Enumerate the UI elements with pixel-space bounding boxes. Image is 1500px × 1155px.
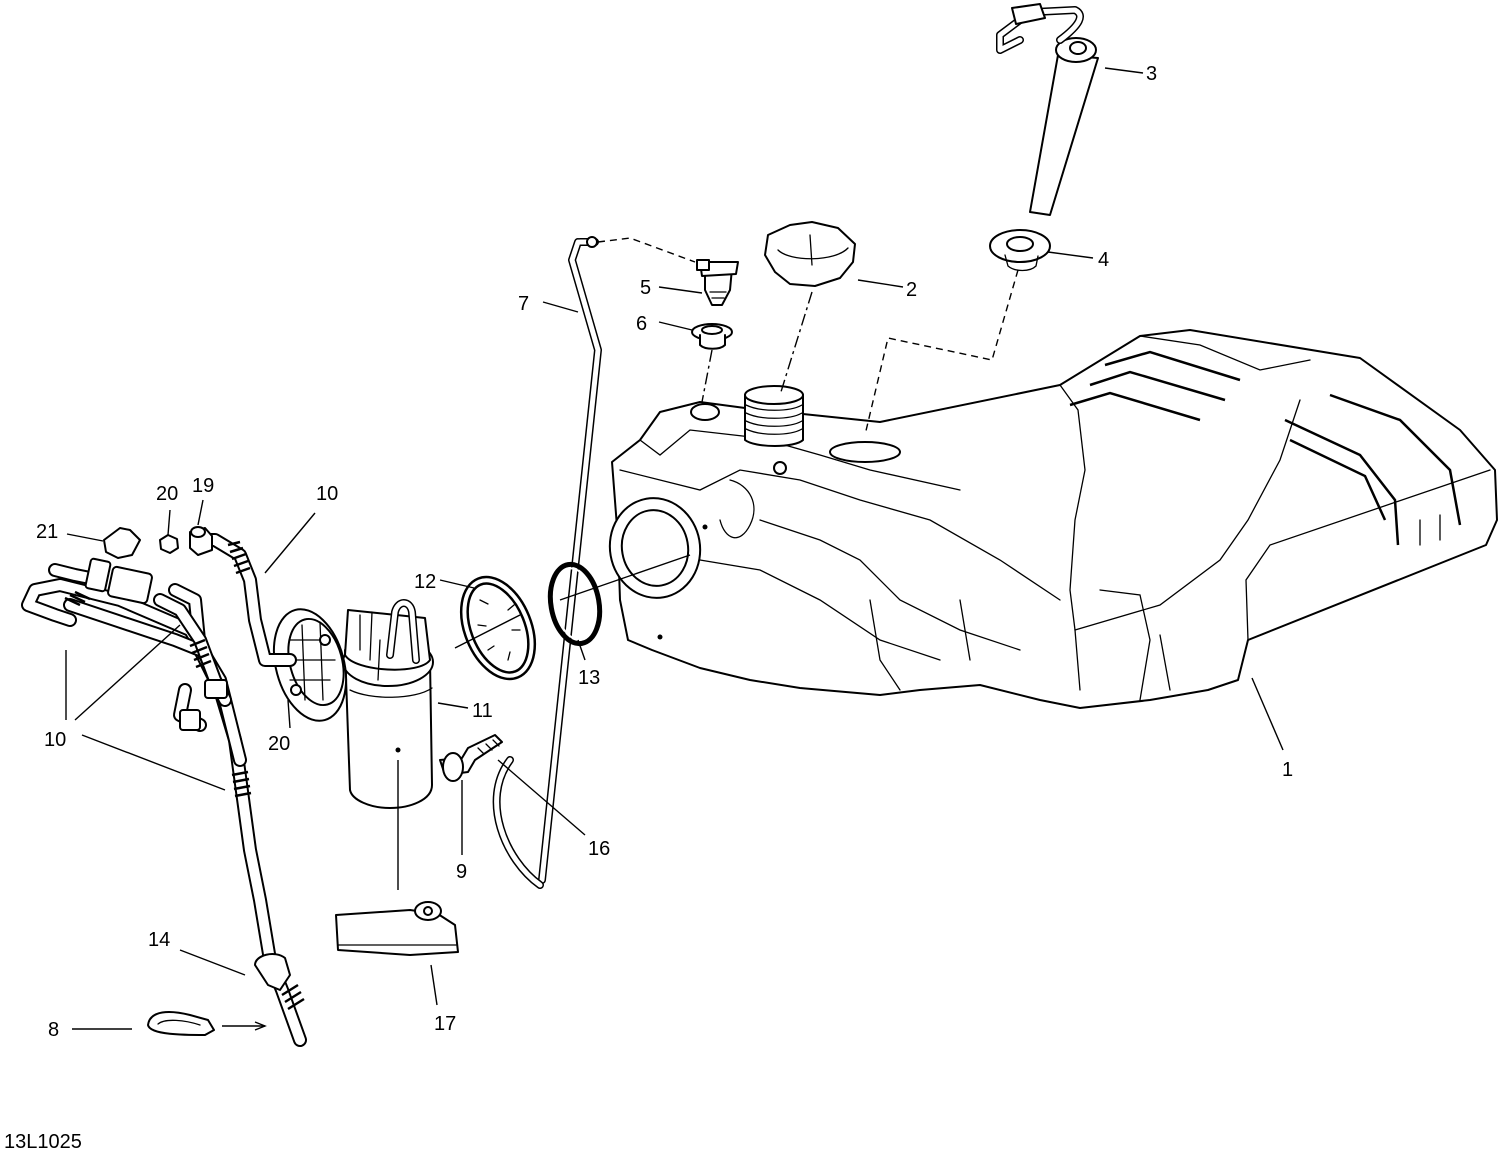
valve-grommet <box>691 323 733 350</box>
callout-8: 8 <box>48 1019 59 1041</box>
callout-9: 9 <box>456 861 467 883</box>
callout-4: 4 <box>1098 249 1109 271</box>
callout-6: 6 <box>636 313 647 335</box>
fuel-filter <box>335 901 459 956</box>
vent-hose <box>492 236 602 889</box>
callout-11: 11 <box>472 700 493 722</box>
callout-numbers: 1 2 3 4 5 6 7 8 9 10 10 11 12 13 14 16 1… <box>36 63 1293 1041</box>
callout-16: 16 <box>588 838 610 860</box>
callout-21: 21 <box>36 521 58 543</box>
reference-code: 13L1025 <box>4 1131 82 1153</box>
filler-neck <box>744 385 804 447</box>
fuel-pump-module <box>272 599 434 809</box>
hose-elbow-14 <box>254 953 291 991</box>
callout-10-lower: 10 <box>44 729 66 751</box>
nut-20 <box>159 534 179 554</box>
fuel-cap <box>764 221 856 287</box>
callout-14: 14 <box>148 929 170 951</box>
hose-clamp-21 <box>103 527 141 559</box>
o-ring <box>547 561 603 647</box>
callout-13: 13 <box>578 667 600 689</box>
callout-10-upper: 10 <box>316 483 338 505</box>
fuel-tank <box>608 329 1498 709</box>
callout-12: 12 <box>414 571 436 593</box>
callout-1: 1 <box>1282 759 1293 781</box>
hose-end-19 <box>189 526 213 556</box>
outlet-fitting <box>439 734 503 782</box>
assembly-guides <box>597 237 1019 436</box>
vent-valve <box>696 259 739 306</box>
sender-grommet <box>989 229 1051 272</box>
callout-5: 5 <box>640 277 651 299</box>
callout-2: 2 <box>906 279 917 301</box>
callout-7: 7 <box>518 293 529 315</box>
fuel-level-sender <box>996 3 1099 216</box>
callout-20-lower: 20 <box>268 733 290 755</box>
callout-19: 19 <box>192 475 214 497</box>
lock-ring <box>459 575 537 681</box>
callout-20-upper: 20 <box>156 483 178 505</box>
callout-3: 3 <box>1146 63 1157 85</box>
callout-17: 17 <box>434 1013 456 1035</box>
leader-lines <box>65 67 1284 1031</box>
hose-clamp-8 <box>147 1011 215 1036</box>
